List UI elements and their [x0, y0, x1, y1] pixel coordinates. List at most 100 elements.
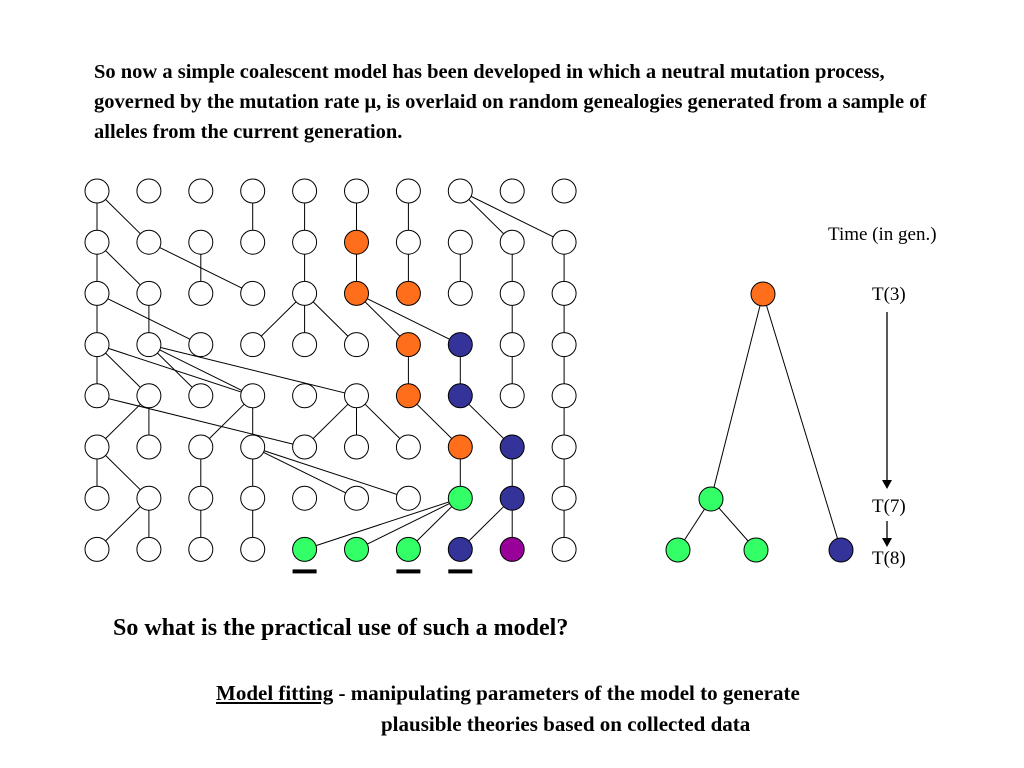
allele-node-purple [499, 536, 525, 562]
allele-node-white [136, 280, 162, 306]
allele-node-white [447, 229, 473, 255]
allele-node-white [240, 229, 266, 255]
allele-node-white [136, 178, 162, 204]
genealogy-edges [96, 190, 565, 550]
allele-node-white [188, 280, 214, 306]
allele-node-white [84, 229, 110, 255]
allele-node-green [344, 536, 369, 562]
time-arrow-short-head [882, 538, 892, 547]
allele-node-orange [395, 280, 421, 306]
allele-node-navy [447, 383, 473, 409]
allele-node-white [188, 229, 214, 255]
genealogy-nodes [84, 178, 577, 562]
allele-node-white [240, 434, 266, 460]
allele-node-white [344, 178, 369, 204]
allele-node-navy [447, 536, 473, 562]
allele-node-white [551, 434, 577, 460]
allele-node-white [240, 485, 266, 511]
allele-node-orange [344, 280, 369, 306]
time-axis-label: Time (in gen.) [828, 224, 937, 245]
allele-node-white [84, 280, 110, 306]
allele-node-orange [395, 332, 421, 358]
allele-node-white [395, 229, 421, 255]
allele-node-white [240, 280, 266, 306]
allele-node-white [84, 434, 110, 460]
sample-underline [396, 569, 421, 574]
genealogy-edge [148, 344, 253, 397]
allele-node-white [136, 383, 162, 409]
allele-node-white [292, 383, 318, 409]
allele-node-white [292, 280, 318, 306]
model-fitting-line1: - manipulating parameters of the model t… [333, 681, 800, 705]
allele-node-white [344, 332, 369, 358]
allele-node-white [551, 229, 577, 255]
time-arrow-head [882, 480, 892, 489]
allele-node-orange [447, 434, 473, 460]
allele-node-white [499, 229, 525, 255]
allele-node-green [395, 536, 421, 562]
allele-node-white [136, 485, 162, 511]
genealogy-edge [356, 292, 461, 346]
allele-node-white [551, 280, 577, 306]
allele-node-navy [499, 485, 525, 511]
tree-node-leaf-2 [743, 537, 769, 563]
genealogy-edge [252, 446, 357, 499]
allele-node-white [292, 229, 318, 255]
intro-paragraph: So now a simple coalescent model has bee… [94, 61, 927, 143]
allele-node-white [188, 178, 214, 204]
allele-node-white [240, 332, 266, 358]
tree-node-leaf-3 [828, 537, 854, 563]
sample-underline [292, 569, 317, 574]
allele-node-white [395, 178, 421, 204]
tree-edge [762, 293, 842, 551]
allele-node-green [447, 485, 473, 511]
time-label-t3: T(3) [872, 284, 906, 305]
allele-node-white [188, 383, 214, 409]
allele-node-white [240, 383, 266, 409]
practical-use-question: So what is the practical use of such a m… [113, 615, 569, 641]
allele-node-navy [499, 434, 525, 460]
allele-node-white [551, 485, 577, 511]
allele-node-white [551, 332, 577, 358]
sample-underline [448, 569, 473, 574]
allele-node-white [447, 280, 473, 306]
time-label-t8: T(8) [872, 548, 906, 569]
allele-node-white [292, 434, 318, 460]
model-fitting-definition: Model fitting - manipulating parameters … [216, 678, 800, 740]
allele-node-white [499, 383, 525, 409]
genealogy-edge [96, 395, 305, 448]
allele-node-white [447, 178, 473, 204]
allele-node-orange [344, 229, 369, 255]
allele-node-orange [395, 383, 421, 409]
allele-node-white [551, 536, 577, 562]
allele-node-white [344, 434, 369, 460]
allele-node-white [292, 332, 318, 358]
allele-node-white [84, 178, 110, 204]
allele-node-white [240, 536, 266, 562]
allele-node-white [84, 383, 110, 409]
allele-node-white [136, 536, 162, 562]
allele-node-white [188, 434, 214, 460]
allele-node-white [344, 485, 369, 511]
tree-edge [710, 293, 764, 500]
time-label-t7: T(7) [872, 496, 906, 517]
allele-node-white [344, 383, 369, 409]
allele-node-white [551, 178, 577, 204]
allele-node-white [551, 383, 577, 409]
allele-node-white [292, 485, 318, 511]
allele-node-white [188, 332, 214, 358]
allele-node-white [292, 178, 318, 204]
allele-node-white [136, 229, 162, 255]
tree-node-root [750, 281, 776, 307]
allele-node-white [499, 332, 525, 358]
allele-node-white [395, 485, 421, 511]
allele-node-white [84, 536, 110, 562]
allele-node-navy [447, 332, 473, 358]
genealogy-edge [304, 497, 461, 550]
tree-node-leaf-1 [665, 537, 691, 563]
allele-node-white [499, 280, 525, 306]
allele-node-white [84, 332, 110, 358]
allele-node-white [188, 485, 214, 511]
allele-node-white [136, 434, 162, 460]
